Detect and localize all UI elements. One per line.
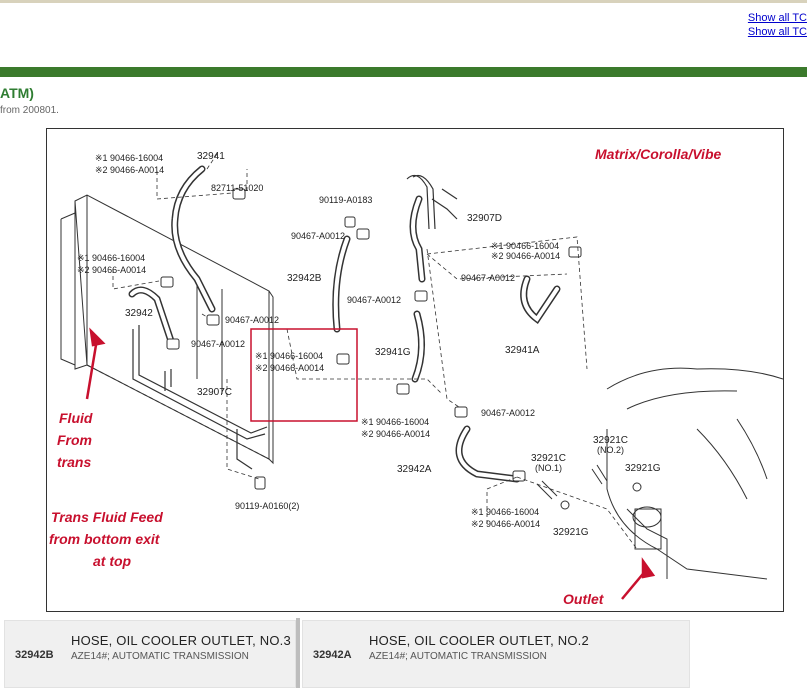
anno-from: From <box>57 432 92 448</box>
cooler-tubes <box>132 325 268 470</box>
label-clip-d2: ※2 90466-A0014 <box>491 251 560 261</box>
highlight-box <box>250 328 358 422</box>
show-all-link-2[interactable]: Show all TC <box>747 26 807 38</box>
label-box-2: ※2 90466-A0014 <box>255 363 324 373</box>
label-90467-e: 90467-A0012 <box>461 273 515 283</box>
page-subtitle: from 200801. <box>0 105 59 116</box>
label-32942b: 32942B <box>287 273 322 284</box>
label-32942a: 32942A <box>397 464 432 475</box>
leader-lines <box>112 153 638 550</box>
pipe-32907d <box>406 174 458 230</box>
anno-feed-3: at top <box>93 553 132 569</box>
radiator-drawing <box>60 194 274 465</box>
red-arrows <box>85 327 656 600</box>
label-32921g-1: 32921G <box>553 527 589 538</box>
label-82711: 82711-51020 <box>211 183 263 193</box>
label-90467-f: 90467-A0012 <box>481 408 535 418</box>
label-32921c-1: 32921C <box>531 453 566 464</box>
section-header-bar <box>0 67 807 77</box>
label-90119-b: 90119-A0160(2) <box>235 501 299 511</box>
label-90467-c: 90467-A0012 <box>291 231 345 241</box>
part-card-32942b[interactable]: 32942B HOSE, OIL COOLER OUTLET, NO.3 AZE… <box>4 620 296 688</box>
fittings <box>536 464 642 510</box>
part-card-32942a[interactable]: 32942A HOSE, OIL COOLER OUTLET, NO.2 AZE… <box>302 620 690 688</box>
anno-feed-1: Trans Fluid Feed <box>51 509 163 525</box>
parts-list: 32942B HOSE, OIL COOLER OUTLET, NO.3 AZE… <box>0 618 807 695</box>
label-90467-b: 90467-A0012 <box>191 339 245 349</box>
label-clip-b2: ※2 90466-A0014 <box>77 265 146 275</box>
label-clip-c2: ※2 90466-A0014 <box>361 429 430 439</box>
label-clip-e1: ※1 90466-16004 <box>471 507 539 517</box>
transmission-drawing <box>606 367 783 580</box>
label-32907c: 32907C <box>197 387 232 398</box>
label-box-1: ※1 90466-16004 <box>255 351 323 361</box>
label-32942: 32942 <box>125 308 153 319</box>
label-32921c-1-sub: (NO.1) <box>535 463 562 473</box>
label-clip-b1: ※1 90466-16004 <box>77 253 145 263</box>
label-clip-a2: ※2 90466-A0014 <box>95 165 164 175</box>
label-32921g-2: 32921G <box>625 463 661 474</box>
label-clip-a1: ※1 90466-16004 <box>95 153 163 163</box>
part-number: 32942A <box>313 649 352 661</box>
label-90119-a: 90119-A0183 <box>319 195 372 205</box>
label-clip-c1: ※1 90466-16004 <box>361 417 429 427</box>
anno-fluid: Fluid <box>59 410 93 426</box>
label-32921c-2-sub: (NO.2) <box>597 445 624 455</box>
label-clip-e2: ※2 90466-A0014 <box>471 519 540 529</box>
anno-outlet: Outlet <box>563 591 605 607</box>
label-90467-a: 90467-A0012 <box>225 315 279 325</box>
label-32921c-2: 32921C <box>593 435 628 446</box>
vehicle-label: Matrix/Corolla/Vibe <box>595 146 722 162</box>
anno-trans: trans <box>57 454 91 470</box>
top-border <box>0 0 807 3</box>
top-links: Show all TC Show all TC <box>748 11 807 39</box>
label-clip-d1: ※1 90466-16004 <box>491 241 559 251</box>
show-all-link-1[interactable]: Show all TC <box>747 12 807 24</box>
label-32907d: 32907D <box>467 213 502 224</box>
part-divider <box>296 618 300 688</box>
part-number: 32942B <box>15 649 54 661</box>
label-32941g: 32941G <box>375 347 411 358</box>
part-description: AZE14#; AUTOMATIC TRANSMISSION <box>369 651 547 662</box>
label-32941: 32941 <box>197 151 225 162</box>
parts-diagram: ※1 90466-16004 ※2 90466-A0014 32941 8271… <box>46 128 784 612</box>
hoses-inner <box>130 167 559 481</box>
diagram-svg: ※1 90466-16004 ※2 90466-A0014 32941 8271… <box>49 146 783 607</box>
label-90467-d: 90467-A0012 <box>347 295 401 305</box>
label-32941a: 32941A <box>505 345 540 356</box>
part-description: AZE14#; AUTOMATIC TRANSMISSION <box>71 651 249 662</box>
anno-feed-2: from bottom exit <box>49 531 161 547</box>
part-name[interactable]: HOSE, OIL COOLER OUTLET, NO.3 <box>71 633 291 648</box>
page-title: ATM) <box>0 85 34 101</box>
part-name[interactable]: HOSE, OIL COOLER OUTLET, NO.2 <box>369 633 589 648</box>
